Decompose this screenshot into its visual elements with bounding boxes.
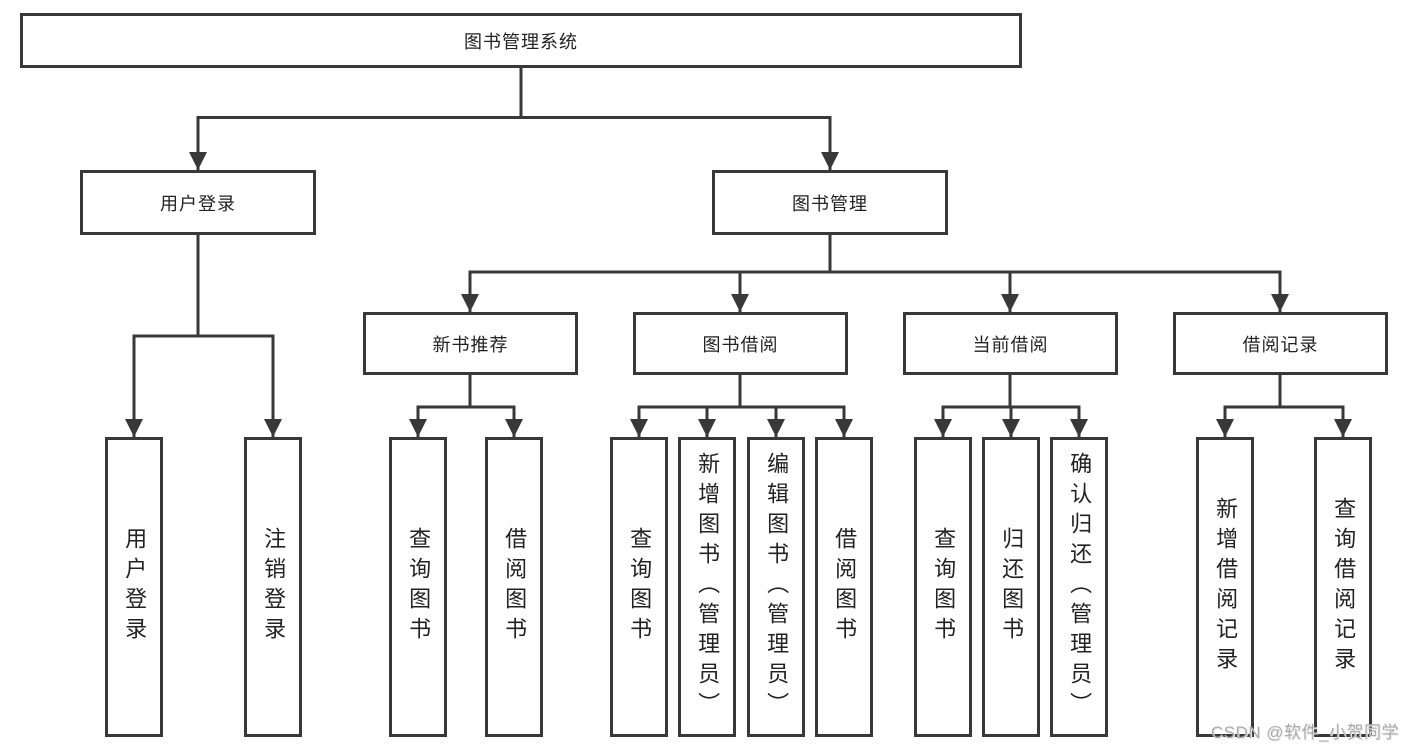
leaf-query-books-1: 查询图书: [389, 437, 447, 737]
leaf-query-books-1-label: 查询图书: [406, 527, 432, 647]
node-book-borrow-label: 图书借阅: [702, 334, 779, 355]
watermark: CSDN @软件_小贺同学: [1210, 723, 1399, 742]
leaf-query-borrow-record: 查询借阅记录: [1314, 437, 1372, 737]
node-new-book-recommend: 新书推荐: [363, 312, 578, 375]
leaf-logout: 注销登录: [244, 437, 302, 737]
leaf-add-book-admin-label: 新增图书（管理员）: [695, 452, 721, 722]
leaf-borrow-books-2: 借阅图书: [815, 437, 873, 737]
leaf-add-borrow-record: 新增借阅记录: [1196, 437, 1254, 737]
node-book-management: 图书管理: [712, 170, 948, 235]
leaf-borrow-books-2-label: 借阅图书: [832, 527, 858, 647]
leaf-confirm-return-admin-label: 确认归还（管理员）: [1067, 452, 1093, 722]
node-user-login: 用户登录: [80, 170, 316, 235]
leaf-query-books-2-label: 查询图书: [627, 527, 653, 647]
node-current-borrow: 当前借阅: [903, 312, 1118, 375]
node-book-management-label: 图书管理: [792, 193, 868, 214]
leaf-query-books-2: 查询图书: [610, 437, 668, 737]
node-borrow-records-label: 借阅记录: [1242, 334, 1319, 355]
leaf-user-login-label: 用户登录: [122, 527, 148, 647]
leaf-edit-book-admin-label: 编辑图书（管理员）: [764, 452, 790, 722]
leaf-query-books-3-label: 查询图书: [931, 527, 957, 647]
node-book-borrow: 图书借阅: [633, 312, 848, 375]
leaf-add-book-admin: 新增图书（管理员）: [678, 437, 736, 737]
leaf-confirm-return-admin: 确认归还（管理员）: [1050, 437, 1108, 737]
node-user-login-label: 用户登录: [160, 193, 236, 214]
node-root-system: 图书管理系统: [20, 13, 1022, 68]
leaf-borrow-books-1: 借阅图书: [485, 437, 543, 737]
node-borrow-records: 借阅记录: [1173, 312, 1388, 375]
leaf-query-borrow-record-label: 查询借阅记录: [1331, 497, 1357, 677]
leaf-edit-book-admin: 编辑图书（管理员）: [747, 437, 805, 737]
leaf-logout-label: 注销登录: [261, 527, 287, 647]
node-root-system-label: 图书管理系统: [464, 31, 578, 52]
leaf-user-login: 用户登录: [105, 437, 163, 737]
node-new-book-recommend-label: 新书推荐: [432, 334, 509, 355]
leaf-return-book-label: 归还图书: [999, 527, 1025, 647]
leaf-query-books-3: 查询图书: [914, 437, 972, 737]
leaf-return-book: 归还图书: [982, 437, 1040, 737]
leaf-add-borrow-record-label: 新增借阅记录: [1213, 497, 1239, 677]
leaf-borrow-books-1-label: 借阅图书: [502, 527, 528, 647]
node-current-borrow-label: 当前借阅: [972, 334, 1049, 355]
